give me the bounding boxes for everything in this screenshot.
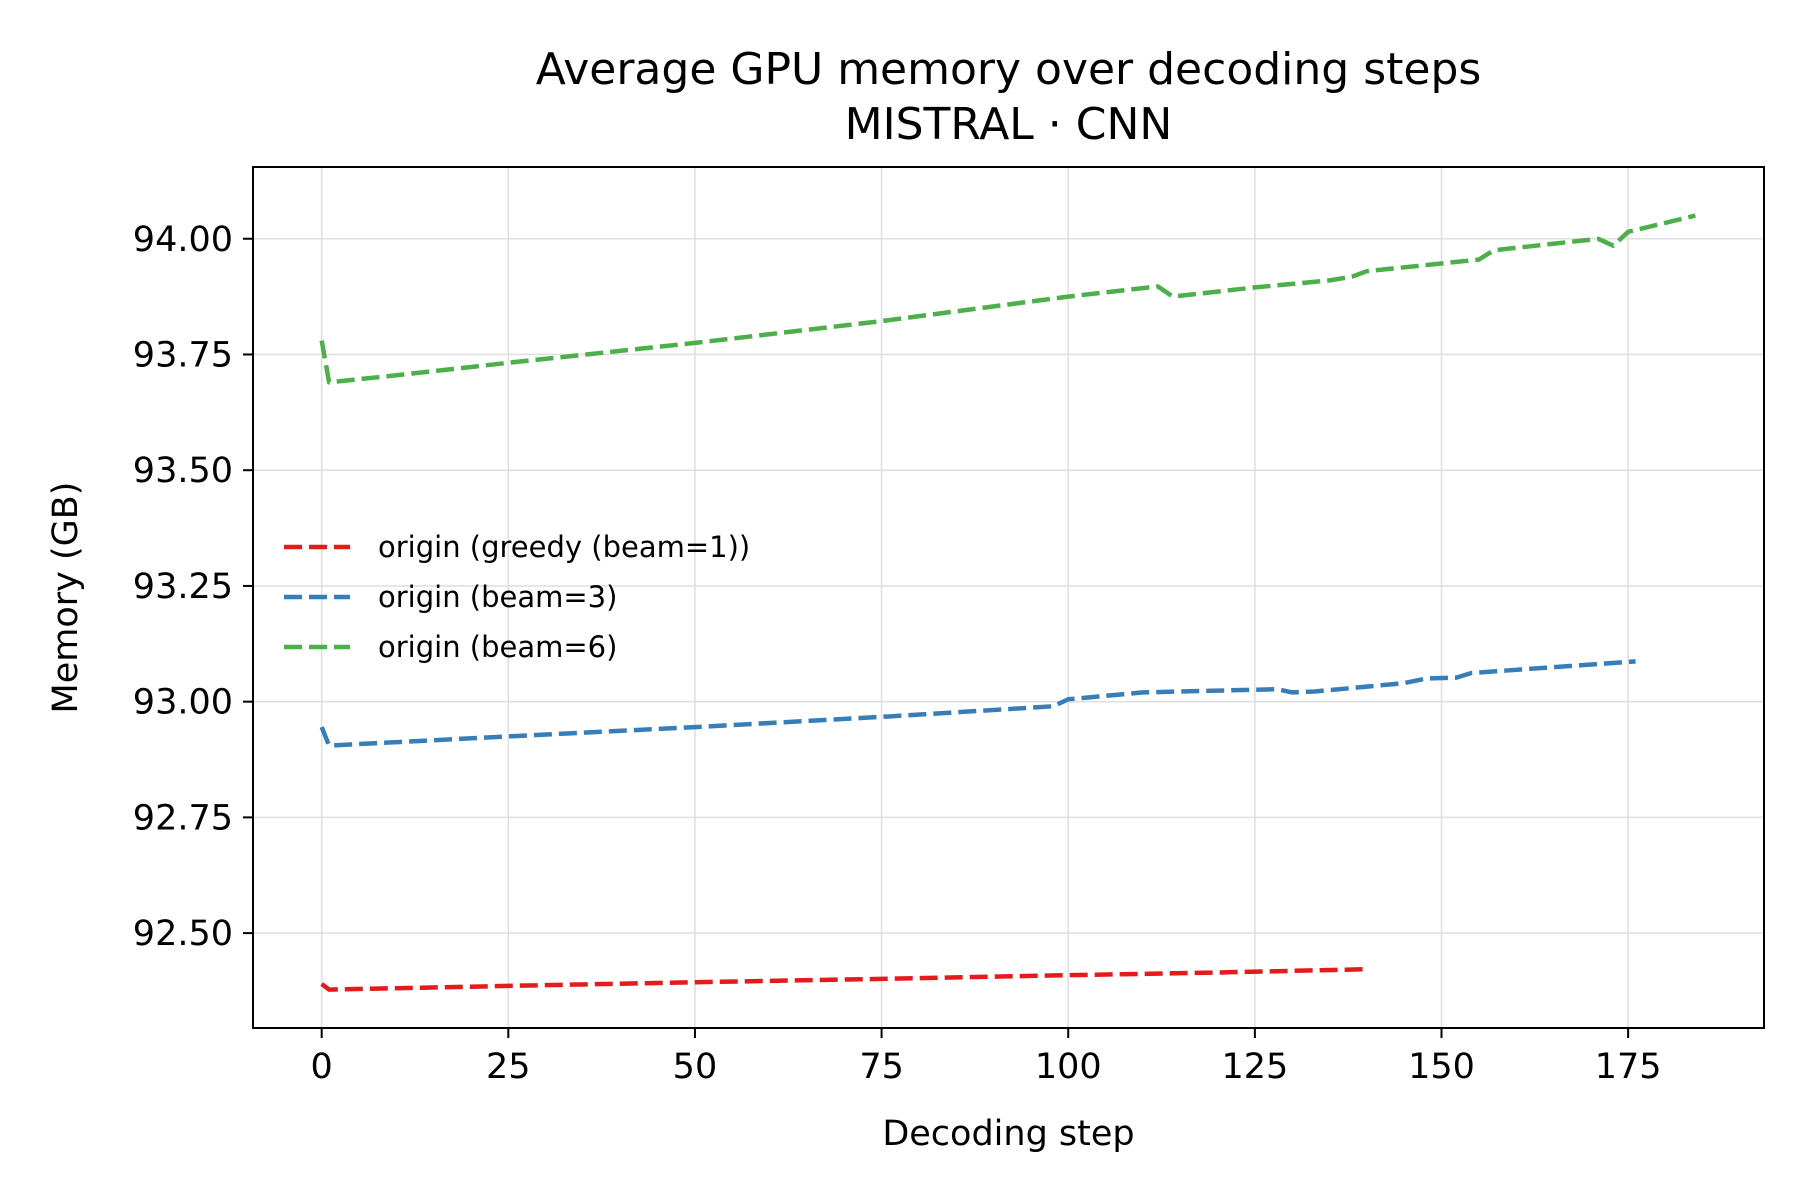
x-tick-label: 25 (486, 1047, 531, 1087)
x-axis-label: Decoding step (882, 1114, 1134, 1154)
y-tick-label: 92.50 (133, 914, 233, 954)
legend-label-1: origin (greedy (beam=1)) (378, 530, 750, 564)
series-line-1 (320, 966, 1367, 992)
series-line-3 (319, 213, 1696, 385)
legend-label-3: origin (beam=6) (378, 630, 617, 664)
y-tick-label: 93.25 (133, 567, 233, 607)
x-tick-label: 150 (1408, 1047, 1475, 1087)
y-tick-label: 93.75 (133, 335, 233, 375)
x-tick-label: 0 (311, 1047, 333, 1087)
y-tick-label: 93.50 (133, 451, 233, 491)
x-tick-label: 50 (673, 1047, 718, 1087)
grid-layer (253, 167, 1764, 1028)
tick-layer: 0 25 50 75 100 125 150 175 92.50 92.75 93.00 93.25 9… (133, 220, 1662, 1087)
x-tick-label: 175 (1595, 1047, 1662, 1087)
x-tick-label: 125 (1221, 1047, 1288, 1087)
chart-title: Average GPU memory over decoding steps (536, 44, 1482, 95)
series-layer (319, 213, 1696, 992)
y-tick-label: 93.00 (133, 683, 233, 723)
plot-frame (252, 166, 1765, 1029)
legend-label-2: origin (beam=3) (378, 580, 617, 614)
legend: origin (greedy (beam=1)) origin (beam=3) o… (284, 530, 750, 664)
y-axis-label: Memory (GB) (46, 482, 86, 714)
y-tick-label: 92.75 (133, 798, 233, 838)
x-tick-label: 100 (1035, 1047, 1102, 1087)
series-line-2 (319, 659, 1636, 748)
chart-subtitle: MISTRAL · CNN (845, 99, 1173, 150)
y-tick-label: 94.00 (133, 220, 233, 260)
x-tick-label: 75 (859, 1047, 904, 1087)
